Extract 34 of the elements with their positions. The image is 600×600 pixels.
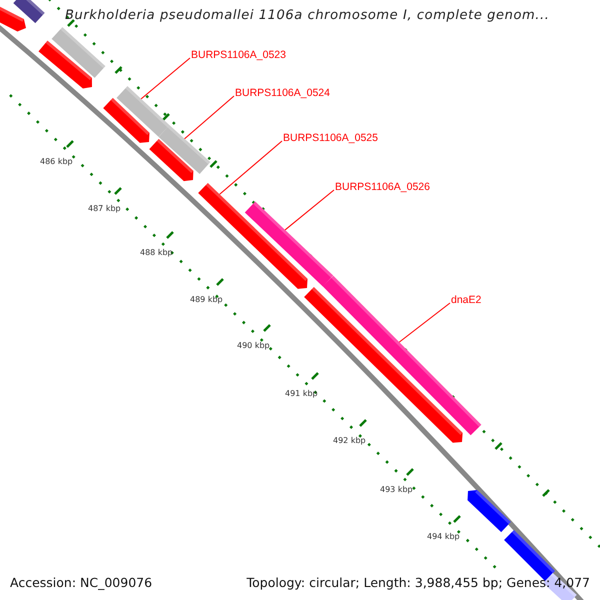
- leader-line: [184, 96, 234, 140]
- tick-label: 489 kbp: [190, 295, 223, 305]
- leader-line: [140, 58, 190, 100]
- gene-feature-bar: [244, 202, 334, 286]
- tick-label: 491 kbp: [285, 389, 318, 399]
- leader-line: [398, 302, 450, 343]
- gene-feature-bar: [13, 0, 45, 24]
- gene-feature-bar: [0, 6, 26, 32]
- tick-label: 493 kbp: [380, 485, 413, 495]
- gene-label: BURPS1106A_0525: [283, 132, 378, 144]
- tick-label: 490 kbp: [237, 341, 270, 351]
- gene-feature-bar: [38, 40, 92, 89]
- leader-line: [284, 190, 334, 230]
- gene-feature-bar: [52, 27, 106, 78]
- footer-text: Topology: circular; Length: 3,988,455 bp; Genes: 4,077: [246, 575, 590, 590]
- footer-text: Accession: NC_009076: [10, 575, 152, 590]
- gene-label: BURPS1106A_0523: [191, 49, 286, 61]
- gene-feature-bar: [149, 138, 194, 182]
- gene-feature-bar: [468, 490, 511, 532]
- gene-label: BURPS1106A_0526: [335, 181, 430, 193]
- genome-title: Burkholderia pseudomallei 1106a chromosome I, complete genom...: [65, 8, 550, 23]
- tick-label: 492 kbp: [333, 436, 366, 446]
- leader-line: [219, 140, 282, 195]
- gene-label: dnaE2: [451, 294, 482, 306]
- tick-label: 494 kbp: [427, 532, 460, 542]
- gene-feature-bar: [103, 98, 150, 143]
- gene-feature-bar: [158, 125, 210, 174]
- gene-feature-bar: [198, 182, 308, 289]
- gene-feature-bar: [116, 86, 170, 137]
- tick-label: 488 kbp: [140, 248, 173, 258]
- gene-label: BURPS1106A_0524: [235, 87, 330, 99]
- tick-label: 486 kbp: [40, 157, 73, 167]
- gene-feature-bar: [322, 276, 482, 436]
- tick-label: 487 kbp: [88, 204, 121, 214]
